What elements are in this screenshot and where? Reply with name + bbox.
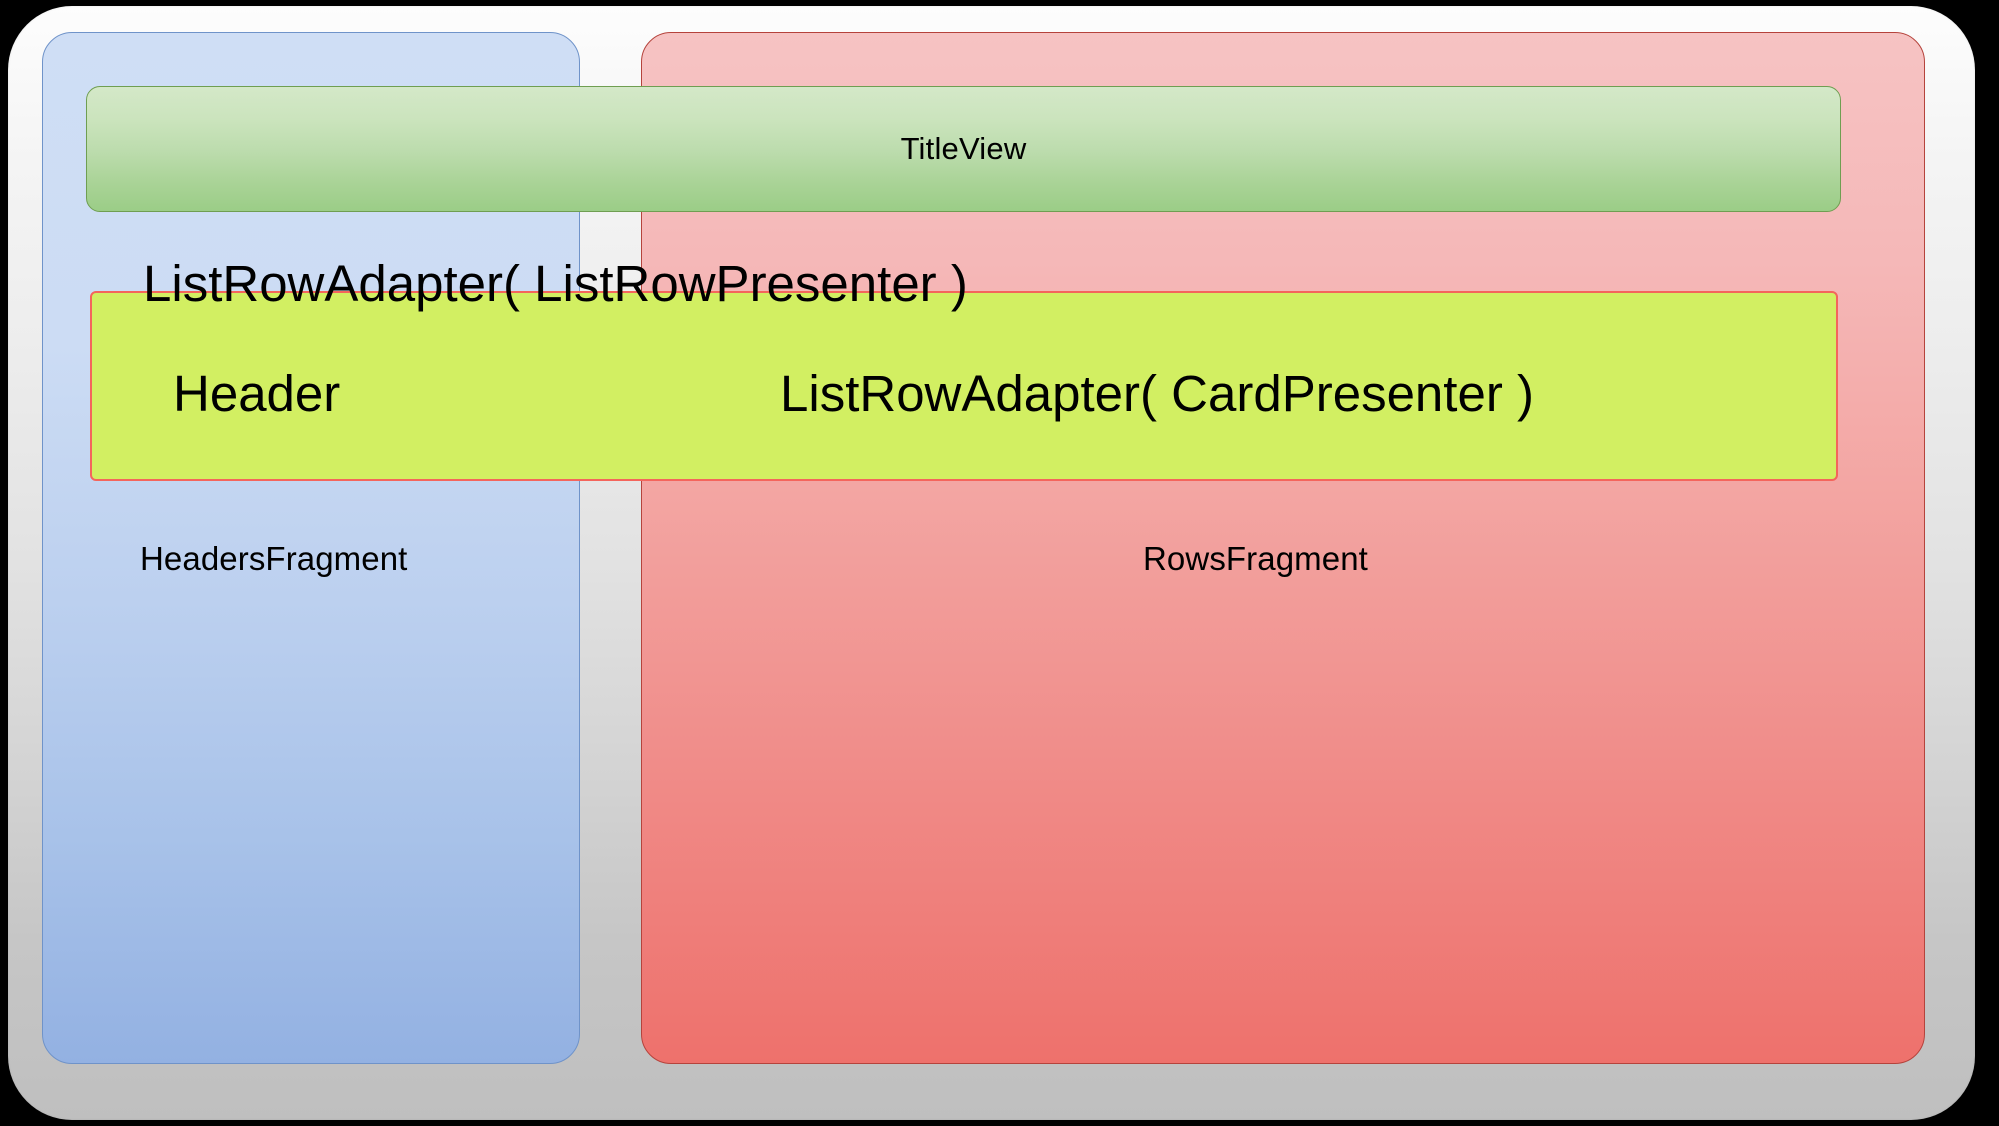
title-view-bar[interactable]: TitleView bbox=[86, 86, 1841, 212]
headers-fragment-caption: HeadersFragment bbox=[140, 540, 408, 577]
list-row-adapter-cardpresenter-label: ListRowAdapter( CardPresenter ) bbox=[780, 365, 1534, 422]
header-label: Header bbox=[173, 365, 341, 422]
rows-fragment-caption: RowsFragment bbox=[1143, 540, 1368, 577]
list-row-adapter-box[interactable] bbox=[90, 291, 1838, 481]
title-view-label: TitleView bbox=[900, 131, 1027, 166]
list-row-adapter-listrowpresenter-label: ListRowAdapter( ListRowPresenter ) bbox=[143, 255, 968, 312]
